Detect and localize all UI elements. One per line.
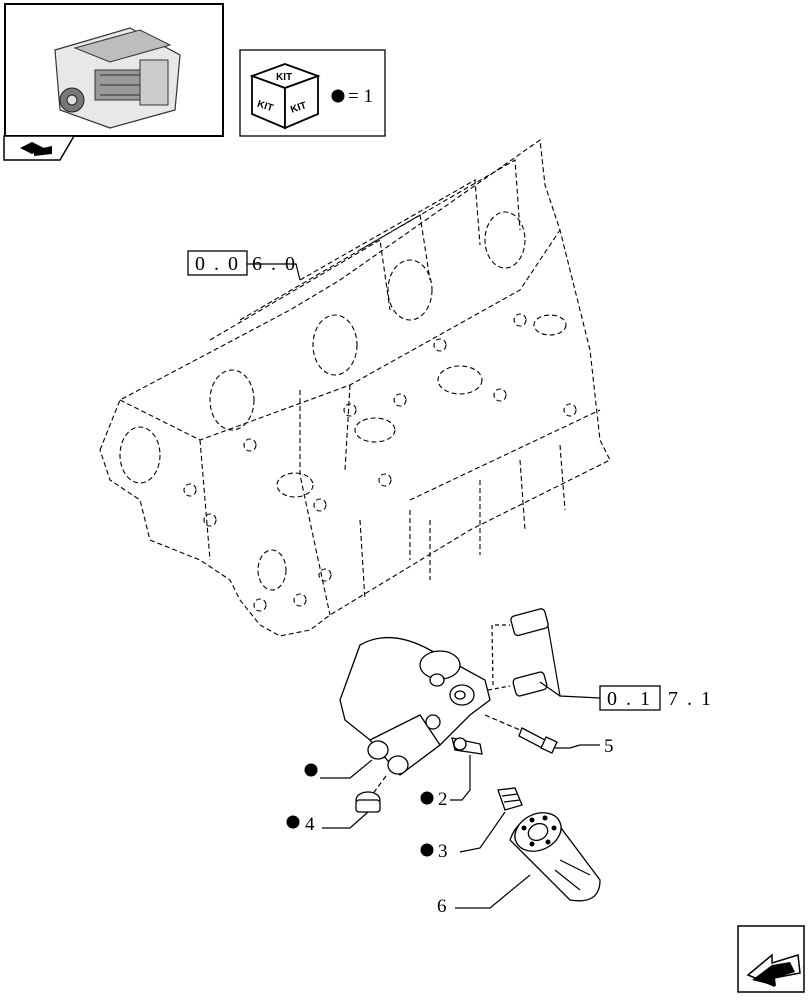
engine-block-ref-boxed: 0 . 0: [195, 253, 240, 275]
item-4-dot-icon: [286, 815, 300, 829]
item-3-label: 3: [438, 841, 448, 862]
kit-right-label: KIT: [289, 100, 308, 115]
engine-thumbnail-icon: [54, 27, 181, 129]
kit-dot-icon: [331, 89, 345, 103]
item-3-nipple[interactable]: 3: [420, 787, 523, 862]
item-5-bolt[interactable]: 5: [484, 714, 614, 757]
book-icon[interactable]: [3, 135, 76, 161]
engine-block-reference[interactable]: 0 . 0 6 . 0: [187, 250, 301, 281]
sensor-ref-boxed: 0 . 1: [607, 688, 652, 710]
next-page-arrow-icon[interactable]: [737, 925, 805, 993]
item-4-plug[interactable]: 4: [286, 775, 387, 835]
kit-equals-label: = 1: [348, 86, 373, 107]
sensor-group-reference[interactable]: 0 . 1 7 . 1: [599, 685, 713, 711]
kit-legend: KIT KIT KIT = 1: [239, 49, 386, 137]
filter-head-callout: [304, 759, 373, 779]
item-4-label: 4: [305, 814, 315, 835]
filter-head[interactable]: [339, 636, 491, 776]
kit-cube-icon: KIT KIT KIT: [249, 63, 321, 130]
item-5-label: 5: [604, 736, 614, 757]
engine-thumbnail[interactable]: [4, 3, 224, 137]
engine-block-outline: [99, 139, 611, 637]
kit-top-label: KIT: [276, 72, 292, 83]
item-2-label: 2: [438, 789, 448, 810]
kit-left-label: KIT: [256, 99, 275, 114]
item-3-dot-icon: [420, 843, 434, 857]
filter-head-dot-icon: [304, 763, 318, 777]
sensor-connectors: [487, 608, 601, 699]
sensor-ref-tail: 7 . 1: [668, 688, 713, 710]
item-2-dot-icon: [420, 791, 434, 805]
item-2-fitting[interactable]: 2: [420, 737, 483, 810]
item-6-label: 6: [437, 896, 447, 917]
item-6-oil-filter[interactable]: 6: [437, 806, 601, 917]
